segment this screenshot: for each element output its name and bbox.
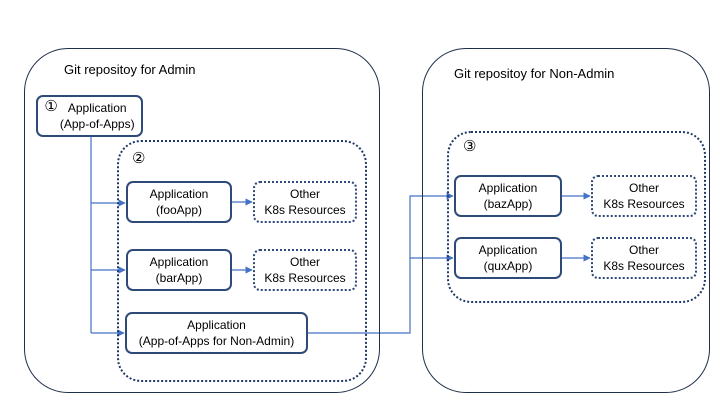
barapp-resources-line1: Other (289, 255, 320, 269)
nonadmin-app-line2: (App-of-Apps for Non-Admin) (138, 334, 295, 348)
fooapp-resources-line2: K8s Resources (264, 203, 346, 217)
bazapp-resources: Other K8s Resources (591, 175, 697, 217)
step-3-badge: ③ (463, 138, 477, 155)
quxapp-application: Application (quxApp) (454, 237, 562, 279)
barapp-resources: Other K8s Resources (253, 249, 357, 291)
fooapp-line2: (fooApp) (155, 203, 203, 217)
root-app-of-apps: ① Application (App-of-Apps) (36, 95, 143, 137)
fooapp-line1: Application (149, 187, 209, 201)
nonadmin-repo (422, 48, 710, 393)
nonadmin-repo-title: Git repositoy for Non-Admin (454, 66, 615, 81)
root-app-line2: (App-of-Apps) (59, 117, 135, 131)
fooapp-application: Application (fooApp) (126, 181, 232, 223)
admin-apps-group (117, 140, 367, 382)
bazapp-application: Application (bazApp) (454, 175, 562, 217)
nonadmin-app-line1: Application (187, 318, 246, 332)
step-1-badge: ① (44, 98, 58, 115)
barapp-line1: Application (149, 255, 209, 269)
admin-repo-title: Git repositoy for Admin (64, 62, 196, 77)
quxapp-resources: Other K8s Resources (591, 237, 697, 279)
root-app-label: Application (App-of-Apps) (60, 100, 135, 132)
arrow-to-bazapp (307, 192, 454, 334)
bazapp-line1: Application (478, 181, 538, 195)
fooapp-resources-line1: Other (289, 187, 320, 201)
fooapp-resources: Other K8s Resources (253, 181, 357, 223)
nonadmin-apps-group (447, 131, 706, 303)
barapp-line2: (barApp) (155, 271, 203, 285)
quxapp-line1: Application (478, 243, 538, 257)
nonadmin-app-of-apps: Application (App-of-Apps for Non-Admin) (125, 312, 308, 354)
step-2-badge: ② (132, 150, 146, 167)
barapp-application: Application (barApp) (126, 249, 232, 291)
barapp-resources-line2: K8s Resources (264, 271, 346, 285)
bazapp-resources-line2: K8s Resources (603, 197, 685, 211)
root-app-line1: Application (67, 101, 127, 115)
quxapp-resources-line1: Other (628, 243, 659, 257)
bazapp-resources-line1: Other (628, 181, 659, 195)
admin-repo (24, 48, 380, 393)
quxapp-line2: (quxApp) (483, 259, 533, 273)
quxapp-resources-line2: K8s Resources (603, 259, 685, 273)
bazapp-line2: (bazApp) (483, 197, 533, 211)
